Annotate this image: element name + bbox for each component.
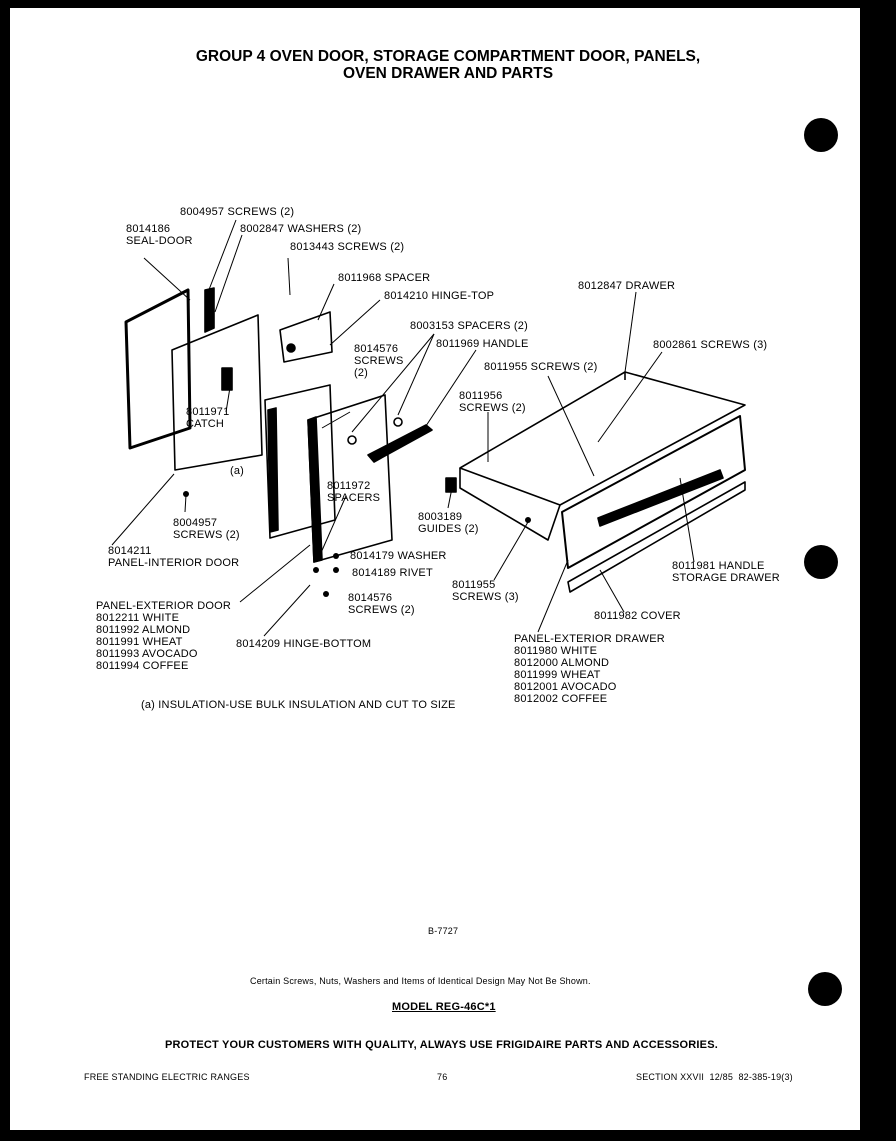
label-screws-8002861: 8002861 SCREWS (3) (653, 339, 768, 351)
label-insulation-marker: (a) (230, 465, 245, 477)
seal-door-gasket (124, 288, 192, 450)
footer-left: FREE STANDING ELECTRIC RANGES (84, 1072, 250, 1082)
leader-line (111, 473, 175, 546)
leader-line (143, 257, 191, 301)
binder-hole-bottom (808, 972, 842, 1006)
label-washers: 8002847 WASHERS (2) (240, 223, 362, 235)
leader-line (225, 374, 233, 413)
label-cover: 8011982 COVER (594, 610, 681, 622)
leader-line (397, 333, 435, 416)
label-handle-storage-drawer: 8011981 HANDLE STORAGE DRAWER (672, 560, 780, 584)
drawer-front-panel (561, 415, 746, 569)
binder-hole-middle (804, 545, 838, 579)
insulation-edge (267, 407, 279, 533)
rivet-marker (333, 567, 339, 573)
screw-marker (525, 517, 531, 523)
label-screws-8011955b: 8011955 SCREWS (3) (452, 579, 519, 603)
hinge-top-part (279, 311, 333, 363)
leader-line (419, 349, 477, 436)
label-spacer: 8011968 SPACER (338, 272, 431, 284)
leader-line (447, 487, 453, 509)
label-rivet: 8014189 RIVET (352, 567, 433, 579)
model-label: MODEL REG-46C*1 (392, 1001, 496, 1013)
label-hinge-top: 8014210 HINGE-TOP (384, 290, 495, 302)
leader-line (679, 477, 695, 563)
leader-line (204, 219, 237, 301)
spacer-b (393, 417, 403, 427)
leader-line (493, 521, 529, 581)
label-drawer: 8012847 DRAWER (578, 280, 676, 292)
leader-line (537, 559, 569, 633)
page-title-line1: GROUP 4 OVEN DOOR, STORAGE COMPARTMENT D… (195, 48, 701, 65)
label-panel-interior-door: 8014211 PANEL-INTERIOR DOOR (108, 545, 240, 569)
storage-drawer-handle (597, 469, 724, 527)
leader-line (317, 283, 335, 321)
spacer-a (347, 435, 357, 445)
washer-marker (333, 553, 339, 559)
promo-line: PROTECT YOUR CUSTOMERS WITH QUALITY, ALW… (165, 1039, 719, 1051)
leader-line (624, 291, 637, 373)
label-panel-exterior-drawer: PANEL-EXTERIOR DRAWER 8011980 WHITE 8012… (514, 633, 665, 705)
leader-line (329, 299, 381, 346)
catch-part (221, 367, 233, 391)
label-screws-8013443: 8013443 SCREWS (2) (290, 241, 405, 253)
hinge-bottom-marker (313, 567, 319, 573)
label-screws-8004957: 8004957 SCREWS (2) (180, 206, 295, 218)
label-spacers-8003153: 8003153 SPACERS (2) (410, 320, 528, 332)
interior-door-panel (171, 314, 263, 471)
label-screws-8014576b: 8014576 SCREWS (2) (348, 592, 415, 616)
insulation-note: (a) INSULATION-USE BULK INSULATION AND C… (141, 699, 456, 711)
leader-line (597, 351, 663, 443)
label-catch: 8011971 CATCH (186, 406, 230, 430)
leader-line (287, 257, 291, 296)
screw-strip (204, 287, 215, 333)
drawer-top-opening (459, 371, 746, 506)
label-screws-8004957b: 8004957 SCREWS (2) (173, 517, 240, 541)
leader-line (263, 584, 311, 637)
exterior-door-edge (307, 416, 323, 563)
binder-hole-top (804, 118, 838, 152)
page-title-line2: OVEN DRAWER AND PARTS (342, 65, 554, 82)
footer-right: SECTION XXVII 12/85 82-385-19(3) (636, 1072, 793, 1082)
drawer-guide (445, 477, 457, 493)
leader-line (351, 333, 435, 433)
label-panel-exterior-door: PANEL-EXTERIOR DOOR 8012211 WHITE 801199… (96, 600, 232, 672)
leader-line (321, 411, 351, 429)
screw-marker (183, 491, 189, 497)
page-paper (10, 8, 860, 1130)
oven-door-handle (367, 424, 433, 463)
hinge-screw (286, 343, 296, 353)
leader-line (599, 569, 625, 613)
page-number: 76 (437, 1072, 448, 1082)
leader-line (184, 494, 187, 513)
leader-line (547, 375, 595, 477)
leader-line (239, 544, 311, 603)
drawing-number: B-7727 (428, 926, 459, 936)
leader-line (319, 495, 347, 556)
drawer-side (459, 468, 561, 541)
label-washer: 8014179 WASHER (350, 550, 447, 562)
label-hinge-bottom: 8014209 HINGE-BOTTOM (236, 638, 372, 650)
label-seal-door: 8014186 SEAL-DOOR (126, 223, 193, 247)
label-screws-8011956: 8011956 SCREWS (2) (459, 390, 526, 414)
label-guides: 8003189 GUIDES (2) (418, 511, 479, 535)
label-spacers-8011972: 8011972 SPACERS (327, 480, 381, 504)
label-screws-8014576: 8014576 SCREWS (2) (354, 343, 404, 379)
screw-marker (323, 591, 329, 597)
label-handle: 8011969 HANDLE (436, 338, 529, 350)
leader-line (214, 234, 243, 313)
design-note: Certain Screws, Nuts, Washers and Items … (250, 976, 591, 986)
label-screws-8011955a: 8011955 SCREWS (2) (484, 361, 598, 373)
